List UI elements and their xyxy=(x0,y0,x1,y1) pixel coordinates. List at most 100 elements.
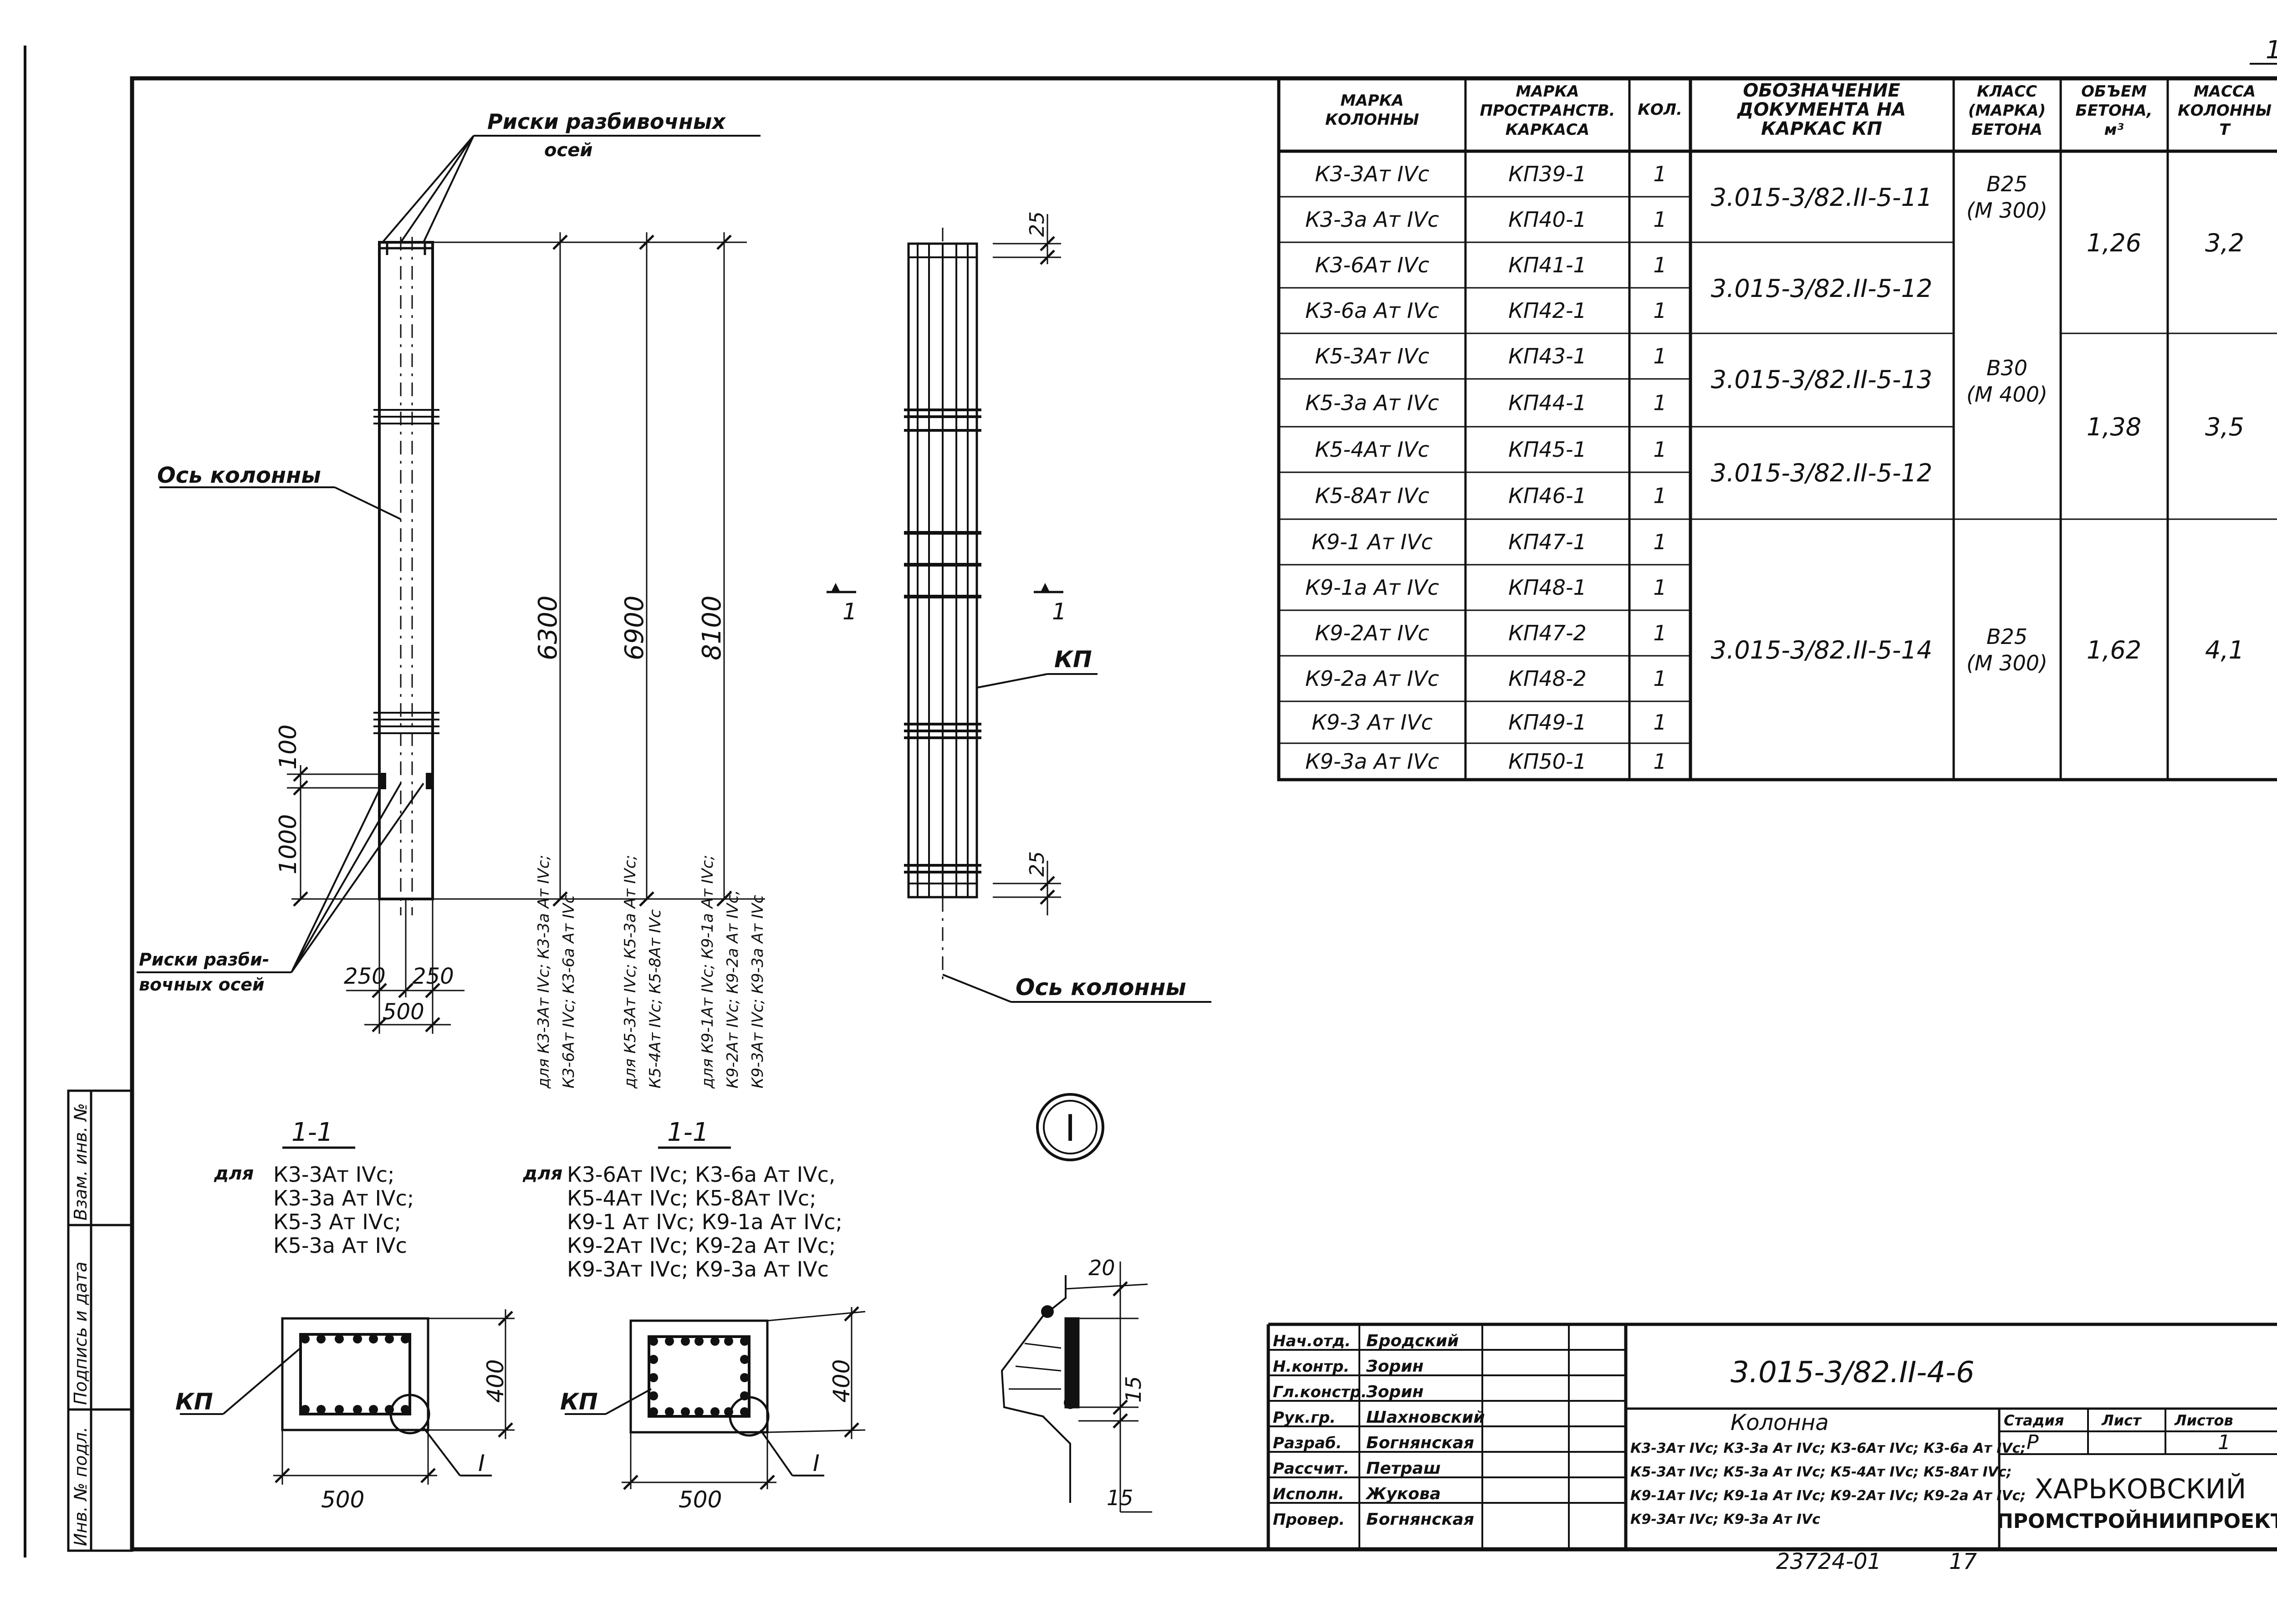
spec-mass: 4,1 xyxy=(2205,636,2244,664)
spec-header-doc: КАРКАС КП xyxy=(1761,118,1882,139)
detail-dim-20: 20 xyxy=(1088,1256,1115,1280)
title-role: Провер. xyxy=(1273,1511,1345,1529)
sheet-label: Лист xyxy=(2101,1412,2142,1429)
spec-row-qty: 1 xyxy=(1653,207,1666,232)
spec-doc: 3.015-3/82.II-5-11 xyxy=(1711,183,1932,212)
height-6300: 6300 xyxy=(533,595,563,660)
spec-row-frame: КП45-1 xyxy=(1508,437,1587,462)
title-role: Разраб. xyxy=(1273,1434,1342,1452)
section-b-mark-line: К9-1 Ат IVс; К9-1а Ат IVс; xyxy=(567,1210,842,1234)
spec-row-frame: КП48-1 xyxy=(1508,575,1587,600)
section-b-detail: I xyxy=(813,1450,820,1476)
height-note: К5-4Ат IVс; К5-8Ат IVс xyxy=(646,909,664,1088)
section-a-width: 500 xyxy=(321,1486,364,1513)
spec-header-doc: ДОКУМЕНТА НА xyxy=(1736,99,1906,120)
side-stamp: Инв. № подл. Подпись и дата Взам. инв. № xyxy=(67,1089,133,1552)
spec-doc: 3.015-3/82.II-5-13 xyxy=(1711,365,1932,394)
spec-row-mark: К5-3а Ат IVс xyxy=(1305,391,1439,415)
detail-dim-15-bottom: 15 xyxy=(1107,1486,1133,1510)
section-b-height: 400 xyxy=(828,1359,855,1403)
spec-header-frame: КАРКАСА xyxy=(1506,121,1589,139)
spec-header-mass: МАССА xyxy=(2194,82,2256,101)
section-a-mark-line: К5-3а Ат IVс xyxy=(273,1233,407,1258)
spec-class: В25 xyxy=(1986,624,2027,649)
spec-doc: 3.015-3/82.II-5-14 xyxy=(1711,636,1932,664)
org-name-2: ПРОМСТРОЙНИИПРОЕКТ xyxy=(1996,1509,2277,1533)
section-a-outline xyxy=(281,1317,429,1431)
side-stamp-sign: Подпись и дата xyxy=(71,1261,91,1405)
org-name-1: ХАРЬКОВСКИЙ xyxy=(2035,1472,2246,1505)
column-outline xyxy=(378,241,434,900)
spec-row-mark: К3-3Ат IVс xyxy=(1315,162,1429,186)
detail-marker-label: I xyxy=(1065,1107,1076,1149)
spec-class-grade: (М 300) xyxy=(1966,198,2047,223)
spec-row-mark: К5-4Ат IVс xyxy=(1315,437,1429,462)
stage-value: Р xyxy=(2027,1431,2039,1454)
section-b-kp-label: КП xyxy=(560,1389,598,1415)
spec-row-mark: К9-2а Ат IVс xyxy=(1305,666,1439,691)
spec-row-qty: 1 xyxy=(1653,749,1666,774)
spec-volume: 1,62 xyxy=(2087,636,2141,664)
spec-row-frame: КП41-1 xyxy=(1508,253,1587,277)
spec-row-frame: КП44-1 xyxy=(1508,391,1587,415)
spec-class: В25 xyxy=(1986,172,2027,196)
bottom-marks-label-1: Риски разби- xyxy=(139,950,270,970)
spec-row-qty: 1 xyxy=(1653,666,1666,691)
spec-row-qty: 1 xyxy=(1653,253,1666,277)
detail-dim-15-top: 15 xyxy=(1121,1376,1146,1403)
doc-code: 3.015-3/82.II-4-6 xyxy=(1731,1356,1975,1389)
sheets-label: Листов xyxy=(2174,1412,2233,1429)
cut-mark-left: 1 xyxy=(842,598,857,625)
section-a-height: 400 xyxy=(482,1359,509,1403)
spec-volume: 1,38 xyxy=(2087,413,2141,441)
spec-row-mark: К9-1а Ат IVс xyxy=(1305,575,1439,600)
spec-row-qty: 1 xyxy=(1653,530,1666,554)
drawing-frame xyxy=(130,76,2277,1552)
page-number: 17 xyxy=(1949,1549,1977,1574)
stage-label: Стадия xyxy=(2004,1412,2064,1429)
title-role: Гл.констр. xyxy=(1273,1383,1367,1401)
dim-250-right: 250 xyxy=(412,964,454,989)
spec-header-class: (МАРКА) xyxy=(1968,102,2046,120)
section-a-detail: I xyxy=(478,1450,485,1476)
spec-row-qty: 1 xyxy=(1653,298,1666,323)
spec-row-qty: 1 xyxy=(1653,344,1666,368)
spec-row-qty: 1 xyxy=(1653,391,1666,415)
title-role: Исполн. xyxy=(1273,1485,1344,1503)
spec-row-mark: К9-3 Ат IVс xyxy=(1312,710,1433,735)
height-note: для К9-1Ат IVс; К9-1а Ат IVс; xyxy=(699,855,717,1089)
spec-row-qty: 1 xyxy=(1653,710,1666,735)
side-stamp-inv: Инв. № подл. xyxy=(71,1427,91,1546)
spec-row-frame: КП39-1 xyxy=(1508,162,1587,186)
section-b-mark-line: К5-4Ат IVс; К5-8Ат IVс; xyxy=(567,1186,817,1210)
section-b-outline xyxy=(629,1319,769,1434)
title-name: Петраш xyxy=(1366,1459,1441,1478)
spec-mass: 3,5 xyxy=(2205,413,2244,441)
spec-mass: 3,2 xyxy=(2205,229,2244,257)
spec-header-qty: КОЛ. xyxy=(1638,101,1682,119)
cage-dim-bottom: 25 xyxy=(1026,851,1049,877)
side-stamp-replace: Взам. инв. № xyxy=(71,1103,91,1221)
height-note: К3-6Ат IVс; К3-6а Ат IVс xyxy=(560,895,578,1088)
section-b-mark-line: К9-3Ат IVс; К9-3а Ат IVс xyxy=(567,1257,829,1282)
section-b: 1-1 для К3-6Ат IVс; К3-6а Ат IVс,К5-4Ат … xyxy=(522,1118,866,1513)
spec-row-frame: КП42-1 xyxy=(1508,298,1587,323)
spec-doc: 3.015-3/82.II-5-12 xyxy=(1711,274,1932,303)
spec-class: В30 xyxy=(1986,356,2027,380)
spec-row-mark: К3-6Ат IVс xyxy=(1315,253,1429,277)
spec-row-mark: К3-3а Ат IVс xyxy=(1305,207,1439,232)
section-b-prefix: для xyxy=(522,1163,562,1184)
spec-header-volume: м³ xyxy=(2104,121,2124,139)
height-6900: 6900 xyxy=(620,595,649,660)
title-role: Рассчит. xyxy=(1273,1460,1349,1478)
section-a-mark-line: К3-3Ат IVс; xyxy=(273,1162,395,1187)
title-name: Бродский xyxy=(1366,1332,1459,1350)
item-marks-line: К5-3Ат IVс; К5-3а Ат IVс; К5-4Ат IVс; К5… xyxy=(1630,1464,2012,1480)
spec-header-doc: ОБОЗНАЧЕНИЕ xyxy=(1743,80,1900,101)
spec-row-qty: 1 xyxy=(1653,162,1666,186)
sheets-value: 1 xyxy=(2218,1431,2231,1454)
title-name: Зорин xyxy=(1366,1357,1424,1376)
corner-number: 10 xyxy=(2266,36,2277,64)
cut-mark-right: 1 xyxy=(1052,598,1067,625)
